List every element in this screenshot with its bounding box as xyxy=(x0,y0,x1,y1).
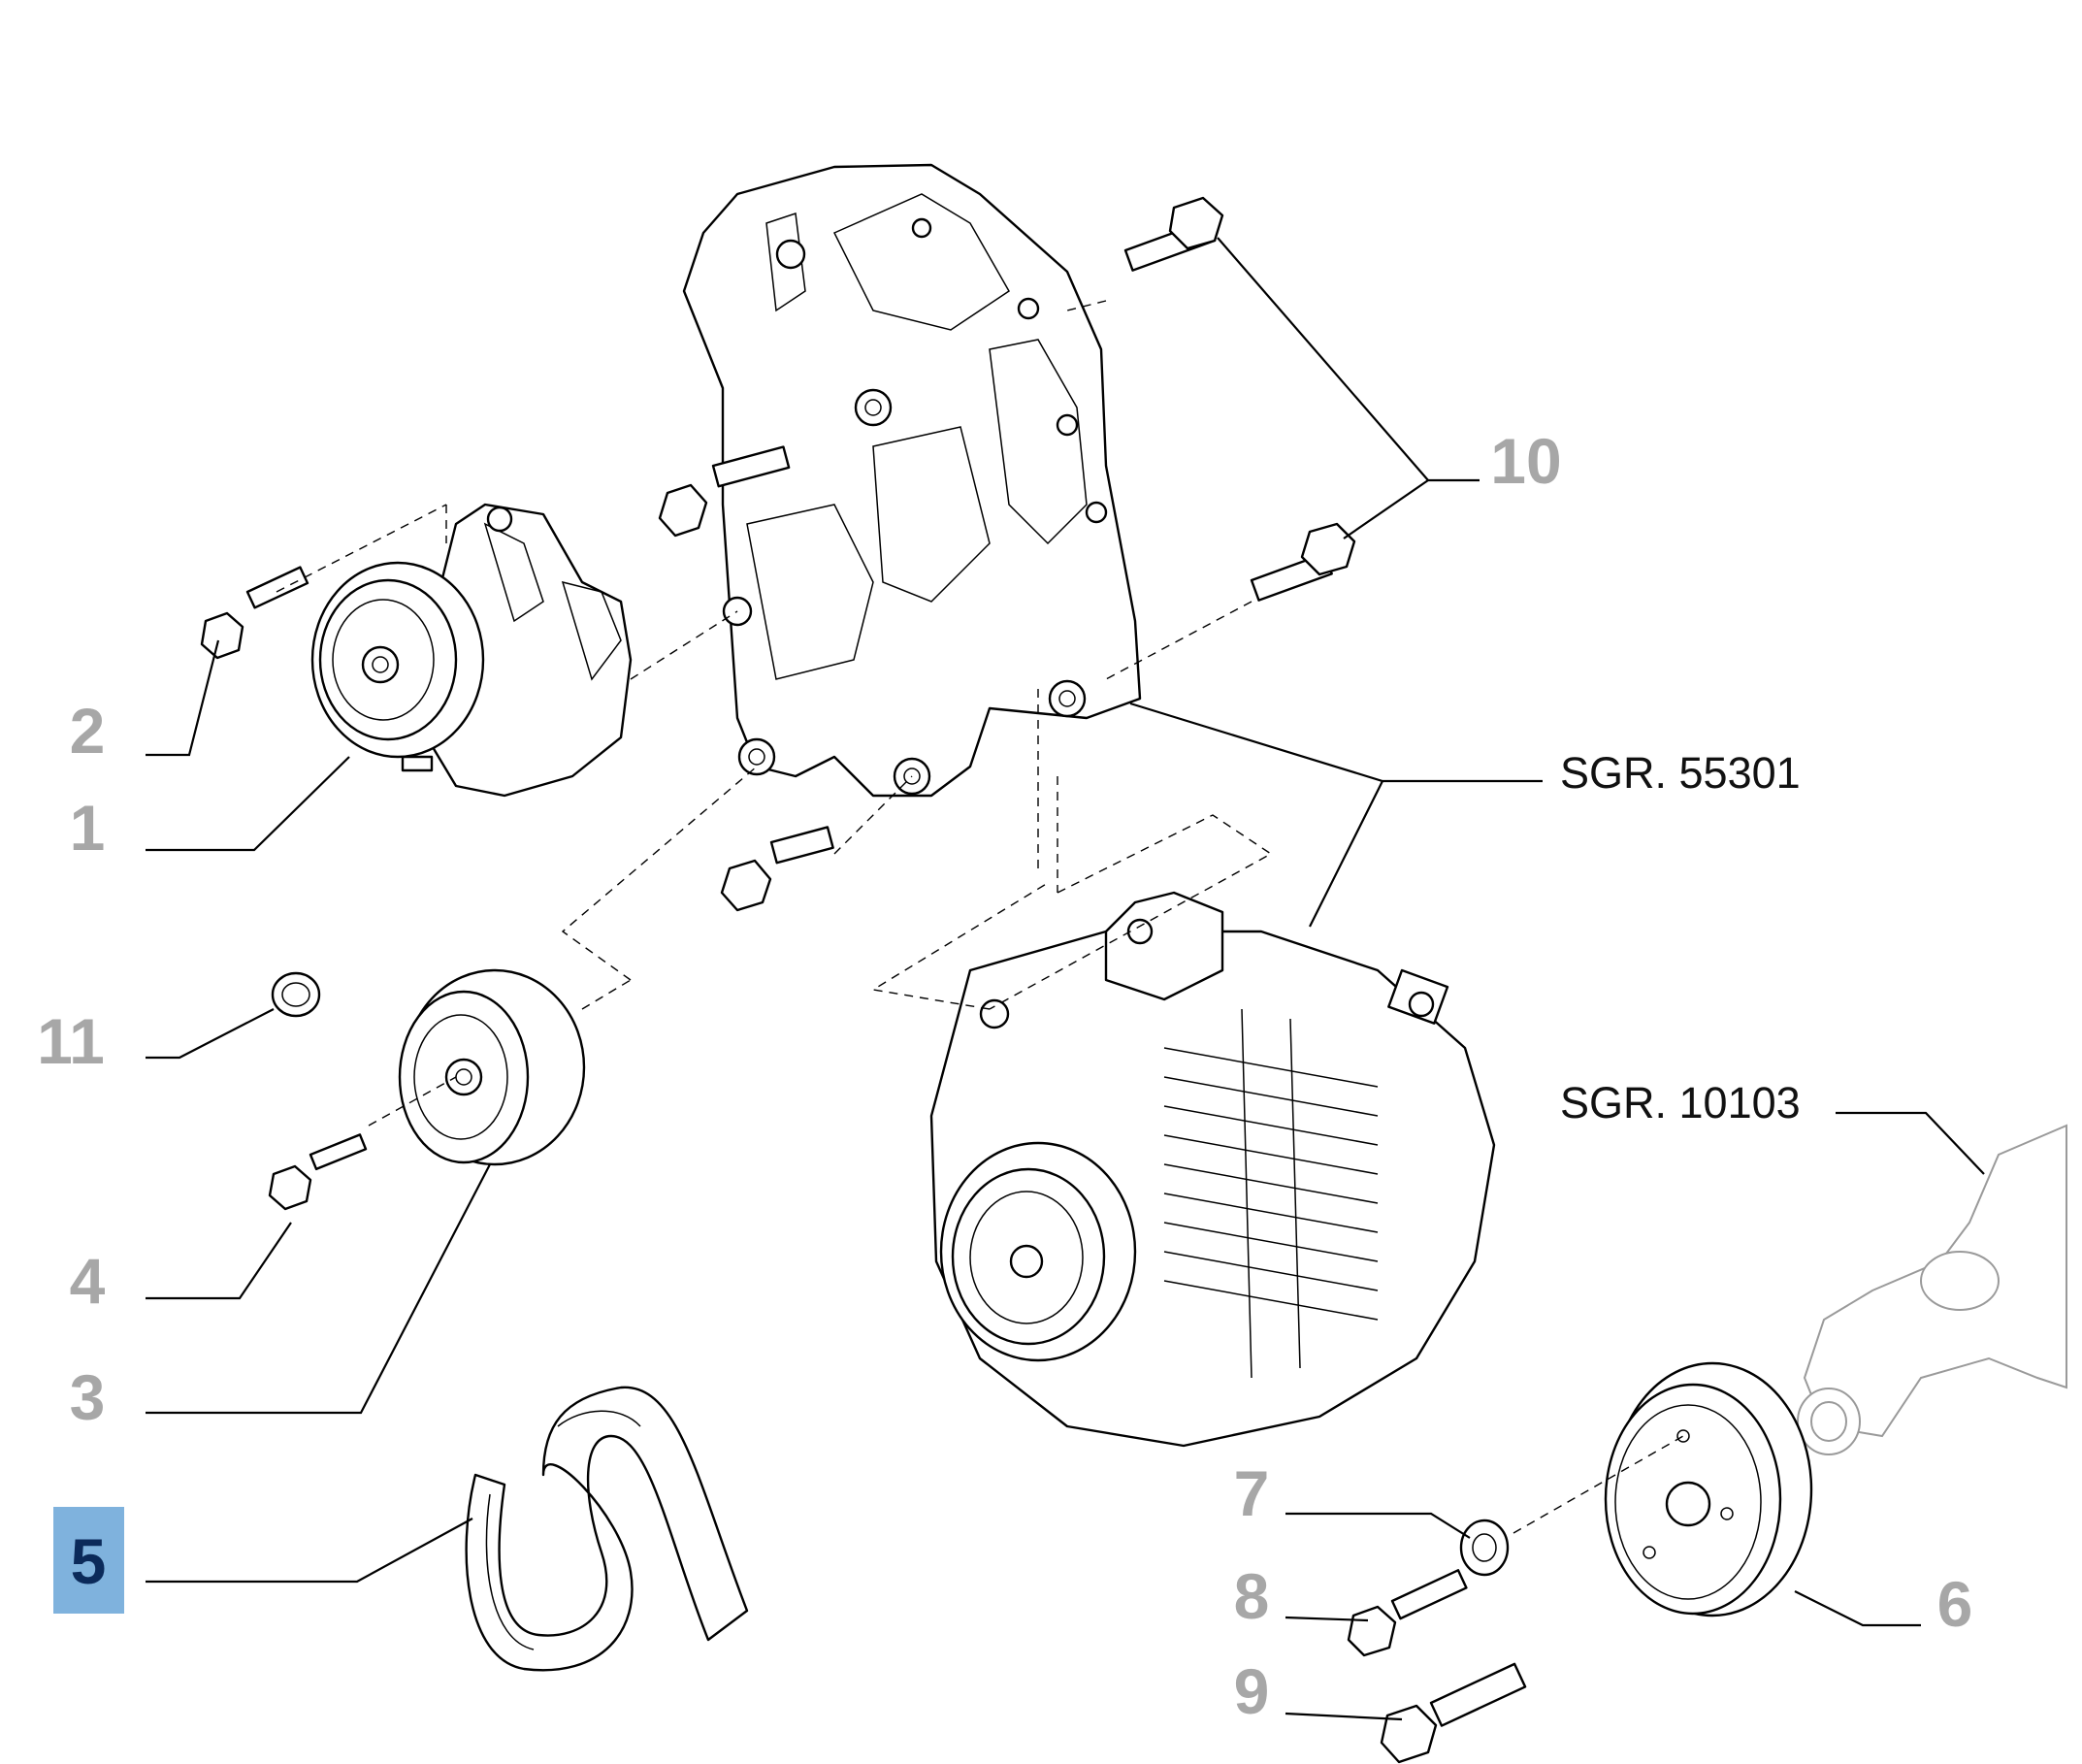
callout-8[interactable]: 8 xyxy=(1234,1560,1270,1632)
callout-5[interactable]: 5 xyxy=(71,1525,107,1597)
idler-pulley xyxy=(398,968,586,1166)
callout-11[interactable]: 11 xyxy=(37,1005,105,1077)
alternator xyxy=(929,891,1496,1448)
callout-10[interactable]: 10 xyxy=(1490,425,1561,497)
reference-sgr-10103[interactable]: SGR. 10103 xyxy=(1560,1078,1801,1127)
bolt-10-lower xyxy=(1250,522,1356,602)
callout-9[interactable]: 9 xyxy=(1234,1655,1270,1727)
callout-2[interactable]: 2 xyxy=(70,695,106,767)
drive-belt xyxy=(465,1386,749,1672)
reference-sgr-55301[interactable]: SGR. 55301 xyxy=(1560,748,1801,798)
bolt-2 xyxy=(200,566,309,660)
callout-6[interactable]: 6 xyxy=(1937,1568,1973,1640)
bolt-9 xyxy=(1380,1662,1527,1764)
callout-3[interactable]: 3 xyxy=(70,1361,106,1433)
alignment-lines xyxy=(276,300,1684,1534)
crankshaft-pulley xyxy=(1604,1361,1813,1617)
callout-4[interactable]: 4 xyxy=(70,1245,106,1317)
callout-labels: 2 1 11 4 3 5 10 7 8 9 6 xyxy=(37,425,1972,1727)
bolt-8 xyxy=(1347,1569,1468,1657)
callout-5-highlight xyxy=(53,1507,124,1614)
belt-tensioner xyxy=(310,503,633,798)
bracket-bolt-upper-left xyxy=(658,445,791,538)
callout-7[interactable]: 7 xyxy=(1234,1457,1270,1529)
washer-7 xyxy=(1459,1519,1510,1577)
reference-labels: SGR. 55301 SGR. 10103 xyxy=(1560,748,1801,1127)
bolt-4 xyxy=(268,1133,368,1211)
cap-11 xyxy=(271,971,321,1018)
callout-1[interactable]: 1 xyxy=(70,792,106,864)
bolt-10-upper xyxy=(1123,196,1224,272)
crankshaft xyxy=(1797,1124,2067,1455)
bracket-bolt-lower-left xyxy=(720,826,834,912)
mounting-bracket xyxy=(682,163,1142,798)
leader-lines xyxy=(146,237,1985,1721)
